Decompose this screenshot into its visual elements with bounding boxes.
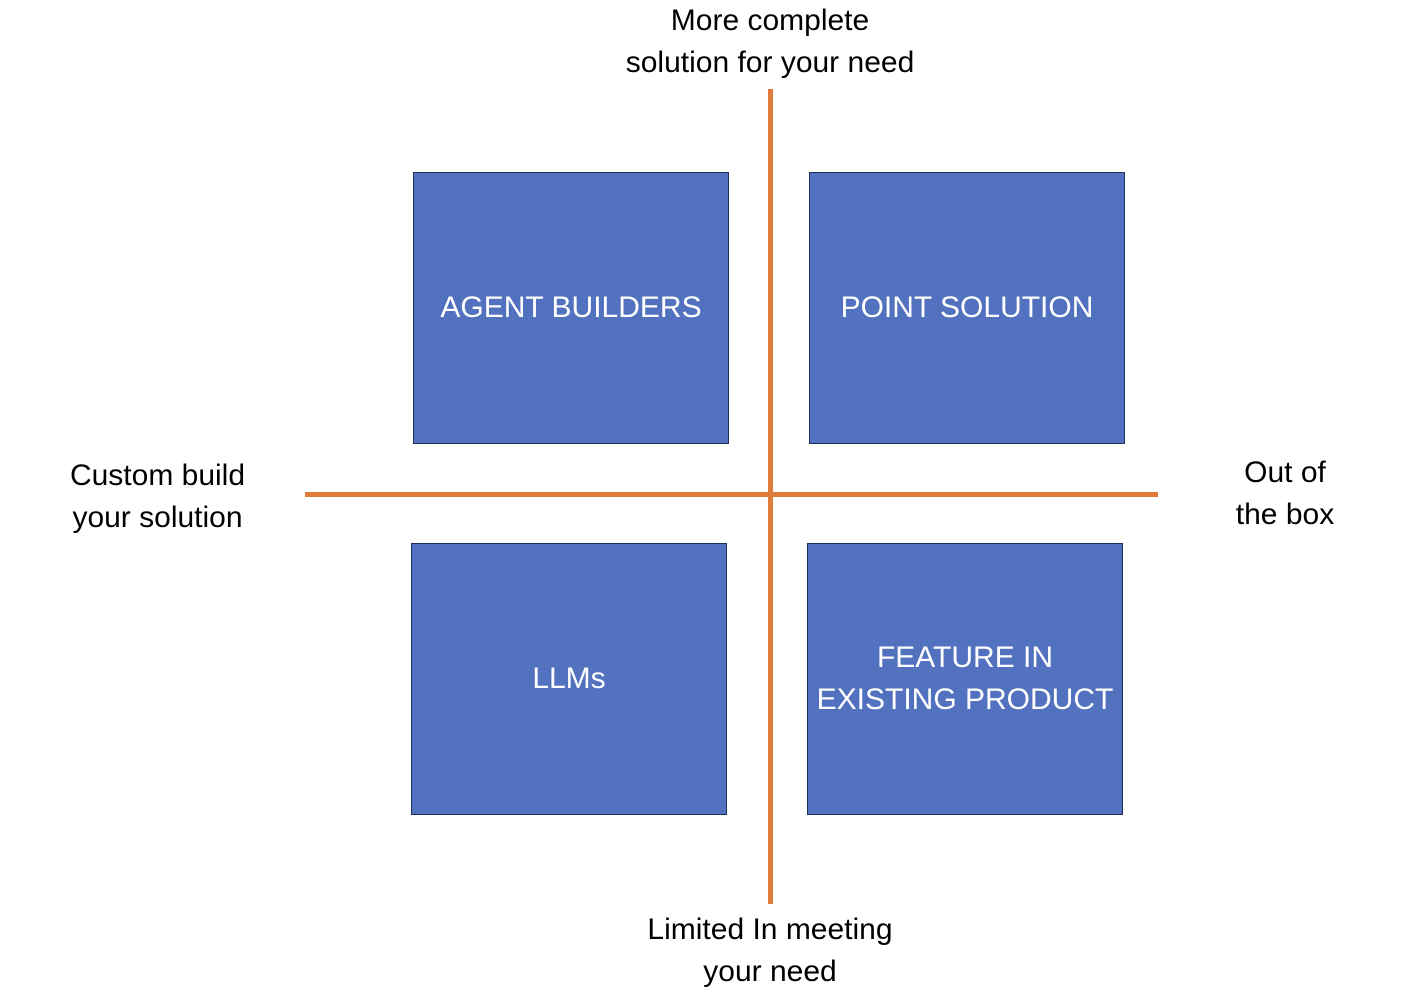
axis-label-bottom: Limited In meeting your need: [570, 909, 970, 993]
horizontal-axis-line: [305, 492, 1158, 497]
quadrant-label: POINT SOLUTION: [840, 291, 1094, 324]
axis-label-bottom-line2: your need: [703, 955, 837, 988]
axis-label-left: Custom build your solution: [40, 455, 275, 539]
quadrant-label-line1: FEATURE IN: [876, 641, 1054, 674]
quadrant-agent-builders: AGENT BUILDERS: [413, 172, 729, 444]
axis-label-top-line1: More complete: [670, 4, 870, 37]
axis-label-left-line2: your solution: [72, 501, 243, 534]
quadrant-point-solution: POINT SOLUTION: [809, 172, 1125, 444]
axis-label-right: Out of the box: [1195, 452, 1375, 536]
quadrant-label: AGENT BUILDERS: [440, 291, 702, 324]
axis-label-top: More complete solution for your need: [570, 0, 970, 84]
axis-label-top-line2: solution for your need: [625, 46, 915, 79]
axis-label-right-line2: the box: [1235, 498, 1335, 531]
axis-label-right-line1: Out of: [1244, 456, 1326, 489]
quadrant-feature-in-existing-product: FEATURE IN EXISTING PRODUCT: [807, 543, 1123, 815]
quadrant-label: LLMs: [532, 662, 606, 695]
quadrant-llms: LLMs: [411, 543, 727, 815]
axis-label-bottom-line1: Limited In meeting: [647, 913, 893, 946]
axis-label-left-line1: Custom build: [69, 459, 246, 492]
quadrant-label-line2: EXISTING PRODUCT: [816, 683, 1114, 716]
